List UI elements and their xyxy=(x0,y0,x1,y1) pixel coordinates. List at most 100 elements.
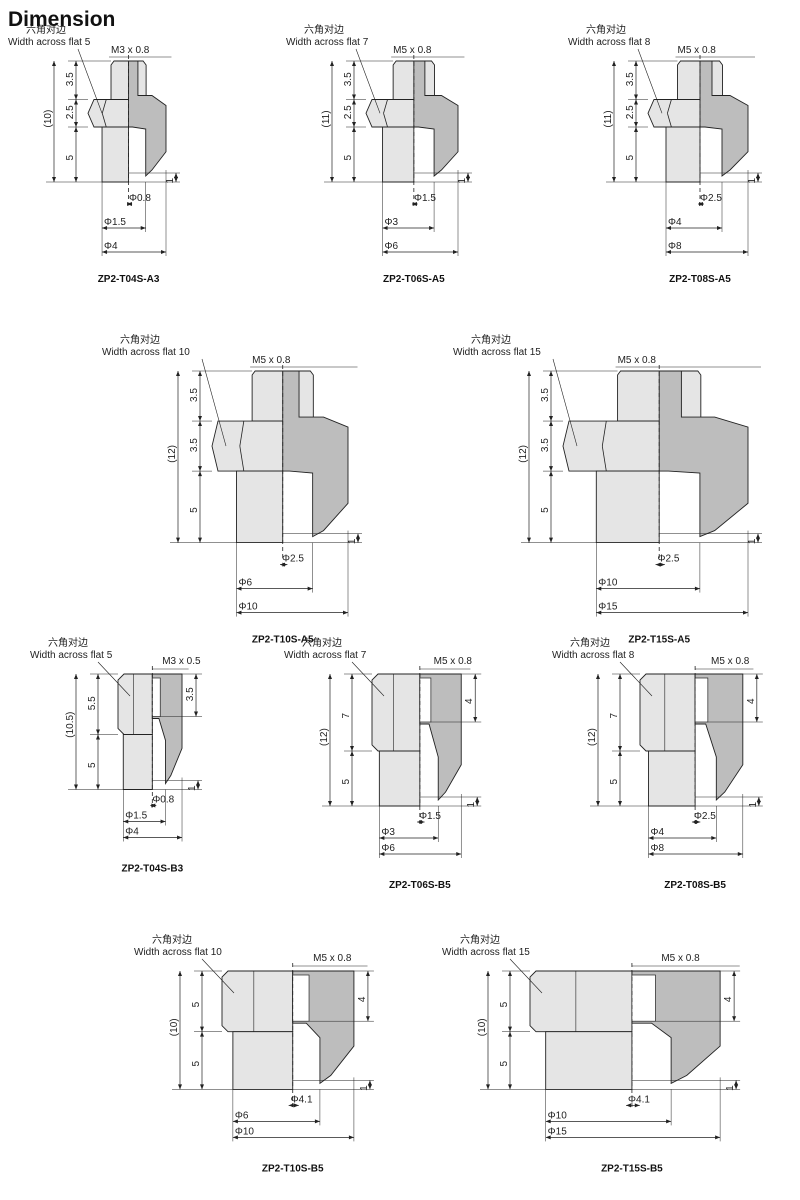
height-pad: 5 xyxy=(609,779,620,785)
diameter-label-2: Φ10 xyxy=(598,578,618,589)
hex-label-cn: 六角对边 xyxy=(302,636,342,649)
pad-body xyxy=(236,470,284,544)
height-pad: 5 xyxy=(540,507,551,513)
width-across-flat: Width across flat 15 xyxy=(442,947,530,958)
lip-height: 1 xyxy=(747,538,758,544)
height-total: (10) xyxy=(169,1018,180,1036)
diameter-label-2: Φ6 xyxy=(238,578,252,589)
height-total: (11) xyxy=(321,110,332,127)
hex-nut xyxy=(639,673,696,752)
lip-height: 1 xyxy=(457,178,468,184)
height-total: (10) xyxy=(43,110,54,128)
hex-label-cn: 六角对边 xyxy=(152,933,192,946)
pad-body xyxy=(378,750,421,807)
height-hex: 3.5 xyxy=(189,438,200,452)
part-caption: ZP2-T08S-A5 xyxy=(669,274,731,285)
diameter-label-2: Φ4 xyxy=(668,217,682,228)
width-across-flat: Width across flat 5 xyxy=(30,650,113,661)
lip-height: 1 xyxy=(466,802,477,808)
height-hex: 2.5 xyxy=(343,105,354,119)
threaded-bore xyxy=(419,677,432,723)
hex-label-cn: 六角对边 xyxy=(460,933,500,946)
diameter-label-1: Φ2.5 xyxy=(658,554,680,565)
diameter-label-1: Φ2.5 xyxy=(700,193,722,204)
part-caption: ZP2-T10S-A5 xyxy=(252,635,314,646)
lip-height: 1 xyxy=(359,1085,370,1091)
hex-nut xyxy=(371,673,421,752)
diameter-label-1: Φ4.1 xyxy=(628,1094,650,1105)
pad-body xyxy=(101,126,130,183)
section-view xyxy=(658,370,749,538)
height-total: (10.5) xyxy=(65,712,76,738)
section-view xyxy=(699,60,749,177)
lip-height: 1 xyxy=(165,178,176,184)
part-caption: ZP2-T06S-B5 xyxy=(389,880,451,891)
height-hex: 5 xyxy=(191,1001,202,1007)
threaded-bore xyxy=(292,974,310,1022)
section-view xyxy=(282,370,349,538)
thread-size: M5 x 0.8 xyxy=(618,355,657,366)
height-top: 3.5 xyxy=(65,72,76,86)
height-total: (12) xyxy=(167,445,178,463)
diameter-label-1: Φ1.5 xyxy=(414,193,436,204)
pad-body xyxy=(122,734,153,790)
thread-depth: 3.5 xyxy=(185,687,196,701)
diameter-label-1: Φ2.5 xyxy=(694,811,716,822)
diameter-label-3: Φ8 xyxy=(650,843,664,854)
height-hex: 5.5 xyxy=(87,696,98,710)
hex-label-cn: 六角对边 xyxy=(26,23,66,36)
height-hex: 2.5 xyxy=(65,105,76,119)
width-across-flat: Width across flat 10 xyxy=(102,347,190,358)
diameter-label-2: Φ6 xyxy=(235,1110,249,1121)
hex-nut xyxy=(117,673,153,735)
thread-size: M5 x 0.8 xyxy=(434,656,473,667)
height-pad: 5 xyxy=(87,762,98,768)
threaded-bore xyxy=(151,677,161,717)
hex-label-cn: 六角对边 xyxy=(304,23,344,36)
height-pad: 5 xyxy=(189,507,200,513)
section-view xyxy=(413,60,459,177)
height-total: (12) xyxy=(587,728,598,746)
thread-depth: 4 xyxy=(464,698,475,704)
hex-label-cn: 六角对边 xyxy=(570,636,610,649)
part-caption: ZP2-T06S-A5 xyxy=(383,274,445,285)
height-total: (10) xyxy=(477,1018,488,1036)
hex-label-cn: 六角对边 xyxy=(48,636,88,649)
lip-height: 1 xyxy=(725,1085,736,1091)
diameter-label-1: Φ4.1 xyxy=(291,1094,313,1105)
thread-size: M5 x 0.8 xyxy=(252,355,291,366)
height-top: 3.5 xyxy=(189,388,200,402)
diameter-label-3: Φ8 xyxy=(668,241,682,252)
height-pad: 5 xyxy=(65,155,76,161)
width-across-flat: Width across flat 7 xyxy=(286,37,369,48)
diameter-label-2: Φ1.5 xyxy=(104,217,126,228)
part-caption: ZP2-T15S-B5 xyxy=(601,1163,663,1174)
width-across-flat: Width across flat 15 xyxy=(453,347,541,358)
height-pad: 5 xyxy=(499,1061,510,1067)
page-title: Dimension xyxy=(8,8,116,31)
thread-size: M5 x 0.8 xyxy=(313,953,352,964)
diameter-label-2: Φ3 xyxy=(381,827,395,838)
diameter-label-3: Φ6 xyxy=(381,843,395,854)
threaded-bore xyxy=(631,974,656,1022)
thread-size: M3 x 0.8 xyxy=(111,45,150,56)
height-pad: 5 xyxy=(341,779,352,785)
pad-body xyxy=(665,126,701,183)
hex-label-cn: 六角对边 xyxy=(120,333,160,346)
height-pad: 5 xyxy=(343,155,354,161)
diameter-label-2: Φ3 xyxy=(385,217,399,228)
part-caption: ZP2-T04S-A3 xyxy=(98,274,160,285)
diameter-label-3: Φ4 xyxy=(125,827,139,838)
diameter-label-2: Φ4 xyxy=(650,827,664,838)
height-pad: 5 xyxy=(191,1061,202,1067)
height-total: (12) xyxy=(518,445,529,463)
part-caption: ZP2-T15S-A5 xyxy=(628,635,690,646)
